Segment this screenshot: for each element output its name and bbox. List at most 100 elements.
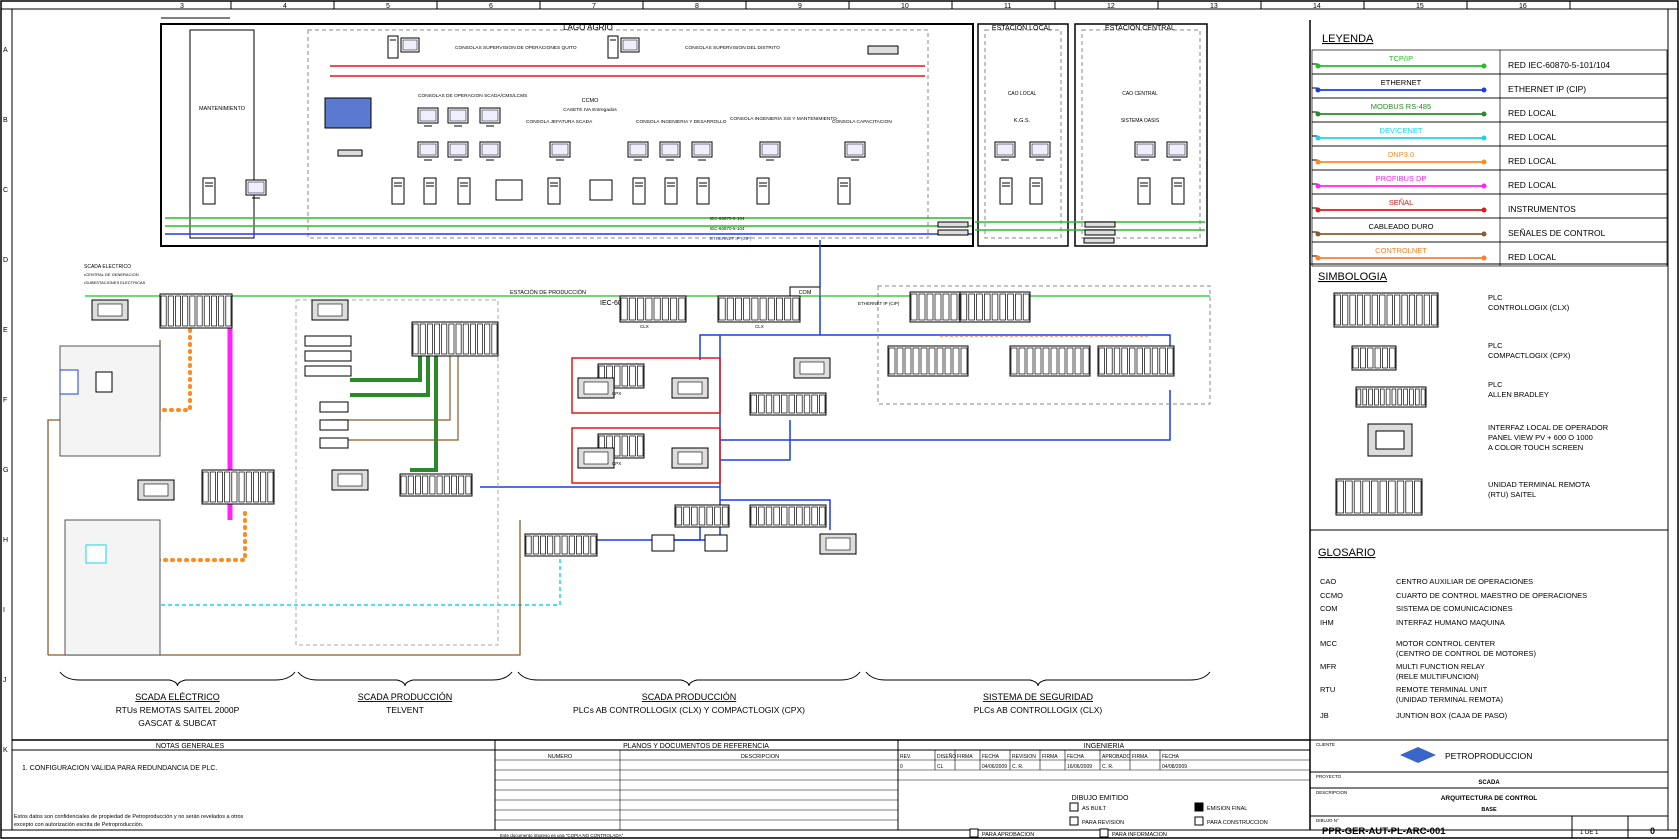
row-label: I (3, 607, 5, 614)
meter-icon (320, 402, 348, 412)
consola-ingenieria-mant-label: CONSOLA INGENIERIA SIS Y MANTENIMIENTO (730, 116, 837, 122)
glosario-key: MCC (1320, 639, 1338, 648)
com-label: COM (799, 290, 812, 296)
glosario-key: JB (1320, 711, 1329, 720)
row-label: B (3, 117, 8, 124)
column-label: 4 (283, 3, 287, 10)
cao-local-pc-1-tower-icon (1030, 178, 1042, 204)
legend-desc: RED IEC-60870-5-101/104 (1508, 60, 1610, 70)
cliente-label: CLIENTE (1316, 742, 1335, 747)
section-title: SCADA PRODUCCIÓN (642, 692, 737, 702)
checkbox-para_revision[interactable] (1070, 817, 1078, 825)
mfr-icon (60, 370, 78, 394)
ethernet-ip-label: ETHERNET IP (CIP) (710, 236, 752, 241)
glosario-value: CUARTO DE CONTROL MAESTRO DE OPERACIONES (1396, 591, 1587, 600)
column-label: 16 (1519, 3, 1527, 10)
ccmo-box (308, 30, 928, 238)
column-label: 5 (386, 3, 390, 10)
descripcion-value: ARQUITECTURA DE CONTROL (1441, 795, 1538, 802)
cliente-name: PETROPRODUCCION (1445, 751, 1532, 761)
consola-jefatura-label: CONSOLA JEFATURA SCADA (526, 119, 593, 125)
ccmo-sub-label: CASETE IVA Entregados (563, 107, 617, 113)
legend: LEYENDATCP/IPRED IEC-60870-5-101/104ETHE… (1312, 33, 1667, 266)
router-icon (1085, 222, 1115, 227)
cao-local-label: CAO LOCAL (1008, 91, 1037, 97)
legend-line-label: MODBUS RS-485 (1371, 102, 1431, 111)
checkbox-para_construccion[interactable] (1195, 817, 1203, 825)
router-icon (938, 222, 968, 227)
checkbox-para_informacion[interactable] (1100, 829, 1108, 837)
section-subtitle: PLCs AB CONTROLLOGIX (CLX) Y COMPACTLOGI… (573, 705, 805, 715)
rev-cell: CL (937, 764, 944, 770)
checkbox-para_aprobacion[interactable] (970, 829, 978, 837)
symbol-desc-2: (RTU) SAITEL (1488, 490, 1536, 499)
section-brace (518, 672, 860, 686)
symbol-desc-1: INTERFAZ LOCAL DE OPERADOR (1488, 423, 1609, 432)
rev-header: REVISION (1012, 754, 1036, 760)
column-label: 11 (1004, 3, 1011, 10)
mantenimiento-pc-tower-icon (203, 178, 215, 204)
legend-row (1312, 50, 1667, 74)
column-label: 15 (1416, 3, 1424, 10)
router-icon (868, 46, 898, 54)
checkbox-label-para_aprobacion: PARA APROBACION (982, 832, 1034, 838)
section-brace (60, 672, 295, 686)
cao-central-pc-1-tower-icon (1172, 178, 1184, 204)
consolas-operacion-label: CONSOLAS DE OPERACION SCADA/CMS/LCMS (418, 93, 527, 99)
symbol-desc-1: PLC (1488, 293, 1503, 302)
rev-header: FECHA (1067, 754, 1085, 760)
sistema-oasis-label: SISTEMA OASIS (1121, 118, 1160, 124)
column-label: 10 (901, 3, 909, 10)
checkbox-as_built[interactable] (1070, 803, 1078, 811)
copia-nota: Este documento impreso es una "COPIA NO … (500, 833, 624, 838)
rev-header: REV. (900, 754, 911, 760)
planos-title: PLANOS Y DOCUMENTOS DE REFERENCIA (623, 743, 769, 750)
rev-value: 0 (1650, 826, 1655, 836)
checkbox-emision_final[interactable] (1195, 803, 1203, 811)
mcc-cabinet-1 (60, 346, 160, 456)
dibujo-number: PPR-GER-AUT-PL-ARC-001 (1322, 826, 1446, 837)
rev-header: FECHA (982, 754, 1000, 760)
cao-central-pc-0-tower-icon (1138, 178, 1150, 204)
rev-header: FIRMA (1042, 754, 1058, 760)
section-title: SCADA PRODUCCIÓN (358, 692, 453, 702)
legend-desc: RED LOCAL (1508, 108, 1556, 118)
rev-cell: 16/06/2009 (1067, 764, 1092, 770)
estacion-local-box (978, 24, 1068, 246)
hoja-value: 1 DE 1 (1580, 830, 1599, 836)
row-label: C (3, 187, 8, 194)
cao-local-pc-0-tower-icon (1000, 178, 1012, 204)
router-icon (1085, 230, 1115, 235)
column-label: 3 (180, 3, 184, 10)
glosario-value-2: (UNIDAD TERMINAL REMOTA) (1396, 695, 1503, 704)
simbologia: SIMBOLOGIAPLCCONTROLLOGIX (CLX)PLCCOMPAC… (1318, 271, 1609, 515)
section-subtitle-2: GASCAT & SUBCAT (138, 718, 216, 728)
printer-2-icon (590, 180, 612, 200)
column-label: 7 (592, 3, 596, 10)
section-brace (866, 672, 1210, 686)
glosario-key: MFR (1320, 662, 1337, 671)
section-brace (298, 672, 512, 686)
clx-label-1: CLX (640, 324, 649, 329)
legend-row (1312, 194, 1667, 218)
glosario-title: GLOSARIO (1318, 547, 1376, 559)
column-label: 14 (1313, 3, 1321, 10)
symbol-desc-1: PLC (1488, 341, 1503, 350)
glosario-key: COM (1320, 604, 1338, 613)
legend-desc: ETHERNET IP (CIP) (1508, 84, 1586, 94)
rev-cell: C. R. (1102, 764, 1113, 770)
consolas-quito-label: CONSOLAS SUPERVISION DE OPERACIONES QUIT… (455, 45, 577, 51)
proyecto-value: SCADA (1478, 780, 1500, 786)
rev-cell: 04/06/2009 (982, 764, 1007, 770)
rev-header: FECHA (1162, 754, 1180, 760)
legend-line-label: DEVICENET (1380, 126, 1423, 135)
row-label: H (3, 537, 8, 544)
symbol-desc-2: CONTROLLOGIX (CLX) (1488, 303, 1570, 312)
ccmo-pc-8-tower-icon (838, 178, 850, 204)
consola-ingenieria-des-label: CONSOLA INGENIERIA Y DESARROLLO (636, 119, 727, 125)
mfr-relay-icon (305, 351, 351, 361)
section-subtitle: TELVENT (386, 705, 424, 715)
symbol-desc-2: COMPACTLOGIX (CPX) (1488, 351, 1571, 360)
